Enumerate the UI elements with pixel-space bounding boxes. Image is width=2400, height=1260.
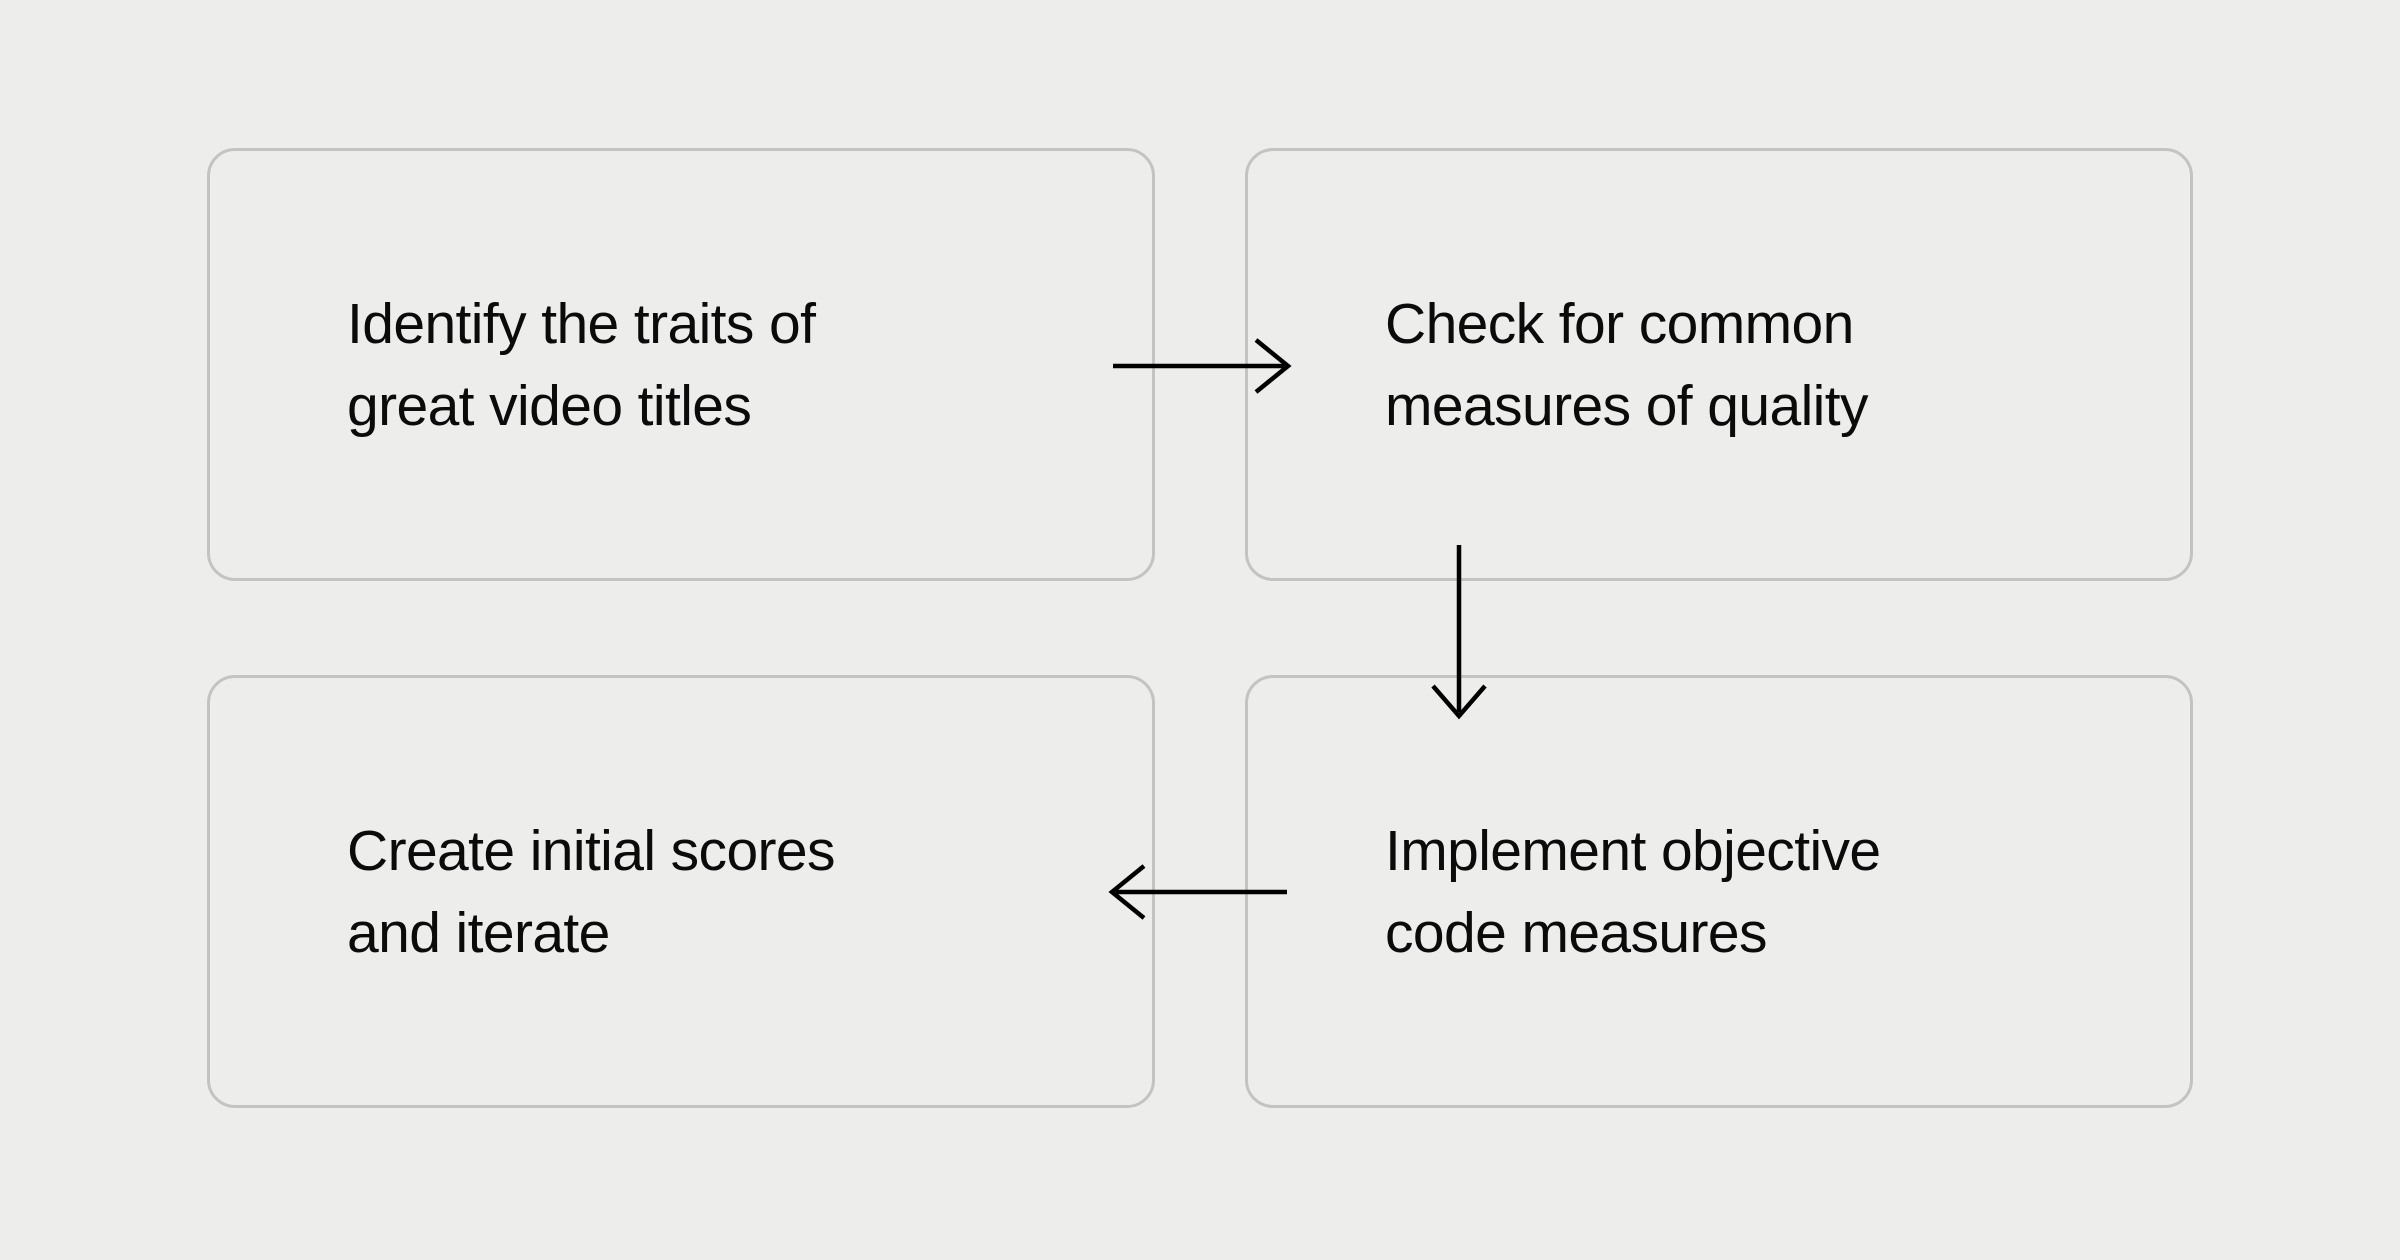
node-identify-traits-label: Identify the traits of great video title…: [347, 291, 816, 438]
node-create-scores[interactable]: Create initial scores and iterate: [207, 675, 1155, 1108]
node-create-scores-label: Create initial scores and iterate: [347, 818, 836, 965]
node-implement-code[interactable]: Implement objective code measures: [1245, 675, 2193, 1108]
node-identify-traits[interactable]: Identify the traits of great video title…: [207, 148, 1155, 581]
node-check-measures-label: Check for common measures of quality: [1385, 291, 1868, 438]
node-implement-code-label: Implement objective code measures: [1385, 818, 1881, 965]
node-check-measures[interactable]: Check for common measures of quality: [1245, 148, 2193, 581]
